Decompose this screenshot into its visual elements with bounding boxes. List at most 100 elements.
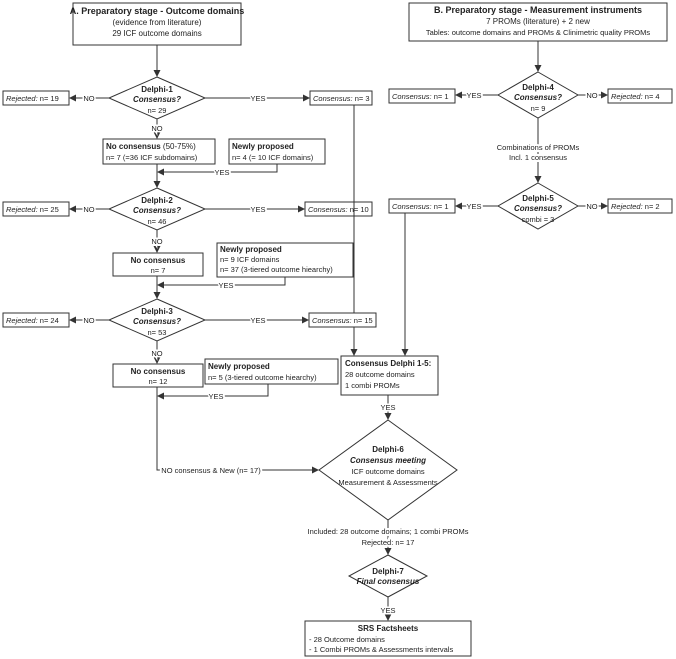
- consensus-3-text: Consensus: n= 15: [312, 316, 373, 325]
- d3-no-label: NO: [83, 316, 94, 325]
- consensus-4-text: Consensus: n= 1: [392, 92, 449, 101]
- consensus-delphi-1-5-line2: 1 combi PROMs: [345, 381, 400, 390]
- newly-proposed-2-box: [216, 242, 354, 278]
- consensus-2-text: Consensus: n= 10: [308, 205, 369, 214]
- newly-proposed-2-line1: n= 9 ICF domains: [220, 255, 280, 264]
- newly-proposed-2-line2: n= 37 (3-tiered outcome hiearchy): [220, 265, 333, 274]
- np1-yes-label: YES: [214, 168, 229, 177]
- d1-no-down-label: NO: [151, 124, 162, 133]
- np2-yes-label: YES: [218, 281, 233, 290]
- srs-factsheets-title: SRS Factsheets: [358, 624, 419, 633]
- delphi-1-name: Delphi-1: [141, 85, 173, 94]
- rejected-3-text: Rejected: n= 24: [6, 316, 59, 325]
- rejected-4-text: Rejected: n= 4: [611, 92, 660, 101]
- delphi-2-question: Consensus?: [133, 206, 181, 215]
- delphi-5-diamond: [496, 182, 580, 230]
- no-consensus-2-box: [112, 252, 204, 277]
- srs-factsheets-line2: - 1 Combi PROMs & Assessments intervals: [309, 645, 453, 654]
- delphi-7-name: Delphi-7: [372, 567, 404, 576]
- rejected-2-text: Rejected: n= 25: [6, 205, 59, 214]
- no-consensus-1-box: [102, 138, 216, 165]
- prep-a-title: A. Preparatory stage - Outcome domains: [70, 6, 245, 16]
- consensus-delphi-1-5-title: Consensus Delphi 1-5:: [345, 359, 431, 368]
- delphi-5-name: Delphi-5: [522, 194, 554, 203]
- delphi-2-name: Delphi-2: [141, 196, 173, 205]
- no-consensus-1-line: n= 7 (=36 ICF subdomains): [106, 153, 198, 162]
- d7-yes-label: YES: [380, 606, 395, 615]
- delphi-5-n: combi = 3: [522, 215, 555, 224]
- consensus-1-box: [309, 90, 373, 106]
- rejected-1-text: Rejected: n= 19: [6, 94, 59, 103]
- delphi-6-line2: Measurement & Assessments: [338, 478, 437, 487]
- cd15-yes-label: YES: [380, 403, 395, 412]
- newly-proposed-2-title: Newly proposed: [220, 245, 282, 254]
- delphi-7-question: Final consensus: [357, 577, 420, 586]
- arrow-np1-merge: [157, 164, 278, 176]
- no-consensus-1-title: No consensus (50-75%): [106, 142, 196, 151]
- rejected-4-box: [607, 88, 673, 104]
- d4-no-label: NO: [586, 91, 597, 100]
- no-consensus-3-title: No consensus: [131, 367, 186, 376]
- delphi-3-question: Consensus?: [133, 317, 181, 326]
- delphi-6-question: Consensus meeting: [350, 456, 426, 465]
- delphi-4-question: Consensus?: [514, 93, 562, 102]
- newly-proposed-1-line: n= 4 (= 10 ICF domains): [232, 153, 314, 162]
- no-consensus-2-line: n= 7: [151, 266, 166, 275]
- no-consensus-3-line: n= 12: [149, 377, 168, 386]
- combi-note-line1: Combinations of PROMs: [497, 143, 580, 152]
- d5-yes-label: YES: [466, 202, 481, 211]
- d1-no-label: NO: [83, 94, 94, 103]
- delphi-2-n: n= 46: [148, 217, 167, 226]
- prep-a-box: [72, 2, 242, 46]
- newly-proposed-1-box: [228, 138, 326, 165]
- delphi-3-n: n= 53: [148, 328, 167, 337]
- prep-a-line1: (evidence from literature): [113, 18, 202, 27]
- no-new-label: NO consensus & New (n= 17): [161, 466, 261, 475]
- included-text: Included: 28 outcome domains; 1 combi PR…: [308, 527, 469, 536]
- delphi-3-name: Delphi-3: [141, 307, 173, 316]
- d1-yes-label: YES: [250, 94, 265, 103]
- d3-yes-label: YES: [250, 316, 265, 325]
- d2-no-label: NO: [83, 205, 94, 214]
- no-consensus-2-title: No consensus: [131, 256, 186, 265]
- no-consensus-3-box: [112, 363, 204, 388]
- prep-b-line1: 7 PROMs (literature) + 2 new: [486, 17, 590, 26]
- d2-yes-label: YES: [250, 205, 265, 214]
- consensus-5-text: Consensus: n= 1: [392, 202, 449, 211]
- prep-b-title: B. Preparatory stage - Measurement instr…: [434, 5, 642, 15]
- d4-yes-label: YES: [466, 91, 481, 100]
- srs-factsheets-box: [304, 620, 472, 657]
- consensus-3-box: [308, 312, 377, 328]
- delphi-1-question: Consensus?: [133, 95, 181, 104]
- delphi-1-n: n= 29: [148, 106, 167, 115]
- rejected-5-text: Rejected: n= 2: [611, 202, 660, 211]
- consensus-1-text: Consensus: n= 3: [313, 94, 370, 103]
- d5-no-label: NO: [586, 202, 597, 211]
- combi-note-line2: Incl. 1 consensus: [509, 153, 567, 162]
- prep-b-box: [408, 2, 668, 42]
- prep-a-line2: 29 ICF outcome domains: [112, 29, 201, 38]
- delphi-6-line1: ICF outcome domains: [351, 467, 425, 476]
- arrow-np2-merge: [157, 277, 286, 289]
- delphi-4-n: n= 9: [531, 104, 546, 113]
- np3-yes-label: YES: [208, 392, 223, 401]
- delphi-7-diamond: [347, 554, 429, 598]
- arrow-np3-merge: [157, 384, 269, 400]
- consensus-delphi-1-5-line1: 28 outcome domains: [345, 370, 415, 379]
- arrow-no-new-d6: [156, 387, 319, 474]
- prep-b-line2: Tables: outcome domains and PROMs & Clin…: [426, 28, 650, 37]
- newly-proposed-3-title: Newly proposed: [208, 362, 270, 371]
- newly-proposed-3-line: n= 5 (3-tiered outcome hiearchy): [208, 373, 317, 382]
- delphi-6-name: Delphi-6: [372, 445, 404, 454]
- delphi-4-name: Delphi-4: [522, 83, 554, 92]
- d3-no-down-label: NO: [151, 349, 162, 358]
- rejected-5-box: [607, 198, 673, 214]
- delphi-5-question: Consensus?: [514, 204, 562, 213]
- newly-proposed-3-box: [204, 358, 339, 385]
- srs-factsheets-line1: - 28 Outcome domains: [309, 635, 385, 644]
- rejected-6-text: Rejected: n= 17: [362, 538, 415, 547]
- consensus-2-box: [304, 201, 373, 217]
- consensus-delphi-1-5-box: [340, 355, 439, 396]
- d2-no-down-label: NO: [151, 237, 162, 246]
